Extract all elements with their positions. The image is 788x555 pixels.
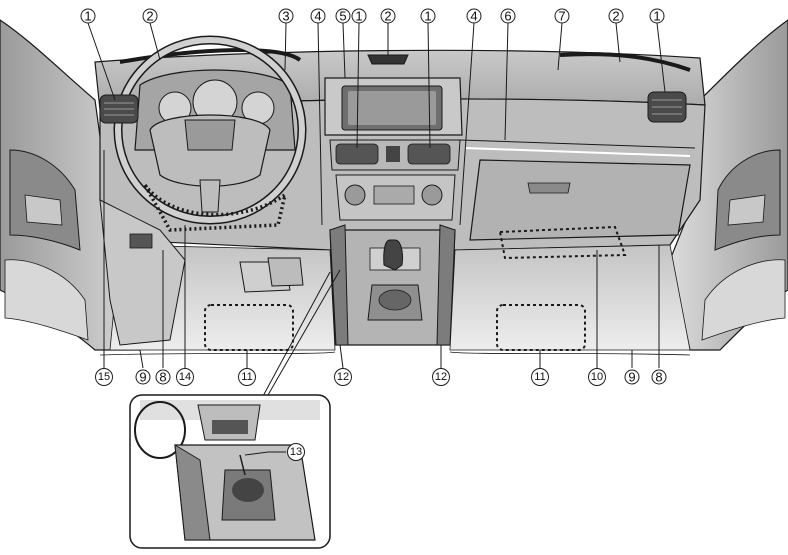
- callout-label: 10: [591, 371, 603, 383]
- callout-top-1d: [649, 8, 665, 24]
- callout-label: 1: [84, 9, 91, 24]
- callout-top-1b: [351, 8, 367, 24]
- callout-bottom-12a: [334, 368, 352, 386]
- floor-edge-left: [99, 351, 336, 356]
- callout-label: 14: [179, 371, 191, 383]
- callout-top-1c: [420, 8, 436, 24]
- callout-top-3: [278, 8, 294, 24]
- callout-label: 5: [339, 9, 346, 24]
- steering-wheel: [113, 35, 307, 232]
- callout-label: 4: [470, 9, 477, 24]
- knee-airbag-zone: [143, 183, 288, 232]
- callout-inset-13: [287, 443, 305, 461]
- air-vent-right-outer: [647, 91, 687, 123]
- callout-top-4a: [310, 8, 326, 24]
- callout-label: 13: [290, 446, 302, 458]
- callout-top-6: [500, 8, 516, 24]
- callout-top-1a: [80, 8, 96, 24]
- callout-top-2c: [608, 8, 624, 24]
- driver-floor-mat-zone: [204, 304, 294, 351]
- callout-top-4b: [466, 8, 482, 24]
- left-kick-panel: [99, 199, 186, 346]
- callout-top-5: [335, 8, 351, 24]
- bottom-leader-lines: [103, 150, 660, 399]
- callout-label: 1: [355, 9, 362, 24]
- glove-box: [469, 159, 691, 241]
- callout-bottom-12b: [432, 368, 450, 386]
- callout-label: 12: [337, 371, 349, 383]
- callout-label: 1: [424, 9, 431, 24]
- callout-label: 15: [98, 371, 110, 383]
- callout-bottom-11a: [238, 368, 256, 386]
- callout-label: 11: [241, 371, 252, 383]
- callout-label: 1: [653, 9, 660, 24]
- center-stack: [324, 77, 463, 221]
- callout-label: 2: [146, 9, 153, 24]
- top-callouts: 1 2 3 4 5 1 2 1 4 6 7 2 1: [80, 8, 665, 24]
- callout-bottom-8b: [651, 369, 667, 385]
- callout-label: 8: [655, 370, 662, 385]
- right-door: [669, 19, 788, 351]
- callout-label: 2: [612, 9, 619, 24]
- callout-label: 3: [282, 9, 289, 24]
- callout-top-2a: [142, 8, 158, 24]
- callout-bottom-8a: [155, 369, 171, 385]
- callout-label: 9: [139, 370, 146, 385]
- top-leader-lines: [87, 22, 666, 226]
- floor-edge-right: [449, 351, 691, 356]
- callout-label: 8: [159, 370, 166, 385]
- callout-top-2b: [380, 8, 396, 24]
- callout-label: 4: [314, 9, 321, 24]
- callout-label: 7: [558, 9, 565, 24]
- callout-label: 9: [628, 370, 635, 385]
- callout-bottom-14: [176, 368, 194, 386]
- callout-top-7: [554, 8, 570, 24]
- callout-bottom-10: [588, 368, 606, 386]
- bottom-callouts: 15 9 8 14 11 12 12 11 10 9 8: [95, 368, 667, 386]
- center-console: [329, 224, 456, 346]
- inset-callout: 13: [287, 443, 305, 461]
- callout-label: 6: [504, 9, 511, 24]
- callout-label: 11: [534, 371, 545, 383]
- callout-bottom-9a: [135, 369, 151, 385]
- callout-bottom-9b: [624, 369, 640, 385]
- glove-box-underside-zone: [498, 225, 627, 260]
- callout-bottom-11b: [531, 368, 549, 386]
- air-vent-left-outer: [99, 94, 139, 124]
- callout-label: 2: [384, 9, 391, 24]
- passenger-floor-mat-zone: [496, 304, 586, 351]
- callout-label: 12: [435, 371, 447, 383]
- console-inset: [129, 394, 331, 549]
- callout-bottom-15: [95, 368, 113, 386]
